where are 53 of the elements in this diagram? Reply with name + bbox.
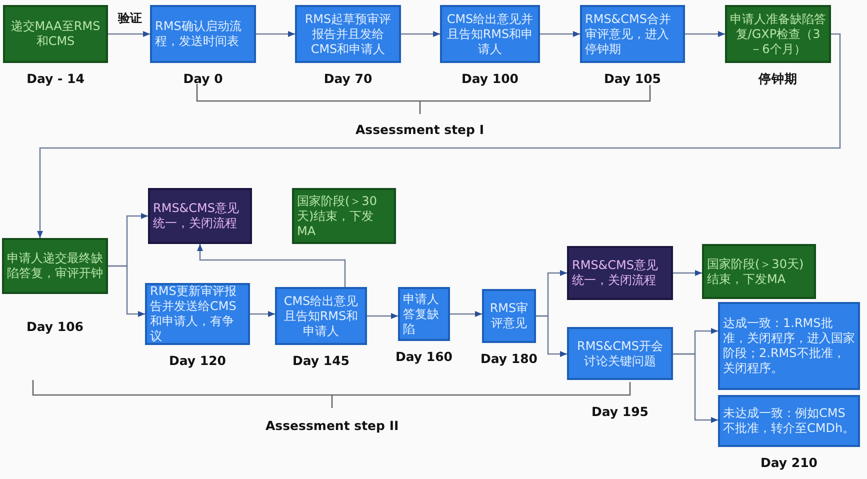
arrow [37,33,841,238]
step-text: CMS给出意见并且告知RMS和申请人 [446,12,534,56]
day-label: Day 195 [590,404,650,419]
step-text: RMS&CMS意见统一，关闭流程 [571,258,660,288]
day-label: Day 210 [759,455,819,470]
day-label: Day 120 [168,353,228,368]
step-text: 申请人准备缺陷答复/GXP检查（3－6个月） [729,12,827,56]
arrow [401,31,440,37]
step-text: RMS确认启动流程，发送时间表 [154,19,242,49]
step-box [292,188,396,244]
step-label: Assessment step I [356,122,484,137]
step-text: 达成一致：1.RMS批准，关闭程序，进入国家阶段；2.RMS不批准，关闭程序。 [722,316,856,376]
step-text: RMS起草预审评报告并且发给CMS和申请人 [304,12,392,56]
arrow [197,244,346,287]
arrow [250,311,275,317]
step-box [148,188,252,244]
arrow [536,315,567,357]
arrow [256,31,295,37]
step-text: RMS&CMS开会讨论关键问题 [576,338,664,368]
step-text: 递交MAA至RMS和CMS [10,19,102,49]
arrow [673,270,702,276]
step-box [567,246,673,300]
arrow [685,31,725,37]
step-text: RMS&CMS合并审评意见，进入停钟期 [584,12,672,56]
arrow [673,353,718,423]
day-label: Day 70 [322,71,374,86]
step-text: RMS更新审评报告并发送给CMS和申请人，有争议 [149,284,238,344]
step-text: 国家阶段(＞30天)结束，下发MA [296,194,378,238]
arrow [108,265,145,317]
arrow [367,313,398,319]
day-label: Day 160 [394,349,454,364]
day-label: 停钟期 [757,71,798,88]
step-box [702,244,816,299]
step-text: 申请人答复缺陷 [402,292,440,336]
day-label: Day - 14 [26,71,86,86]
day-label: Day 0 [182,71,224,86]
day-label: Day 145 [291,353,351,368]
edge-label: 验证 [118,10,142,27]
day-label: Day 180 [479,351,539,366]
step-text: CMS给出意见且告知RMS和申请人 [282,294,360,338]
step-box [718,302,860,390]
arrow [540,31,580,37]
arrow [108,31,150,37]
step-label: Assessment step II [266,418,399,433]
day-label: Day 100 [460,71,520,86]
step-text: RMS审评意见 [488,301,530,331]
step-text: 国家阶段(＞30天)结束，下发MA [706,256,805,286]
step-text: 未达成一致：例如CMS不批准，转介至CMDh。 [722,406,856,436]
step-text: 申请人递交最终缺陷答复，审评开钟 [6,251,104,281]
arrow [450,311,482,317]
day-label: Day 106 [25,319,85,334]
step-text: RMS&CMS意见统一，关闭流程 [152,201,240,231]
day-label: Day 105 [602,71,662,86]
